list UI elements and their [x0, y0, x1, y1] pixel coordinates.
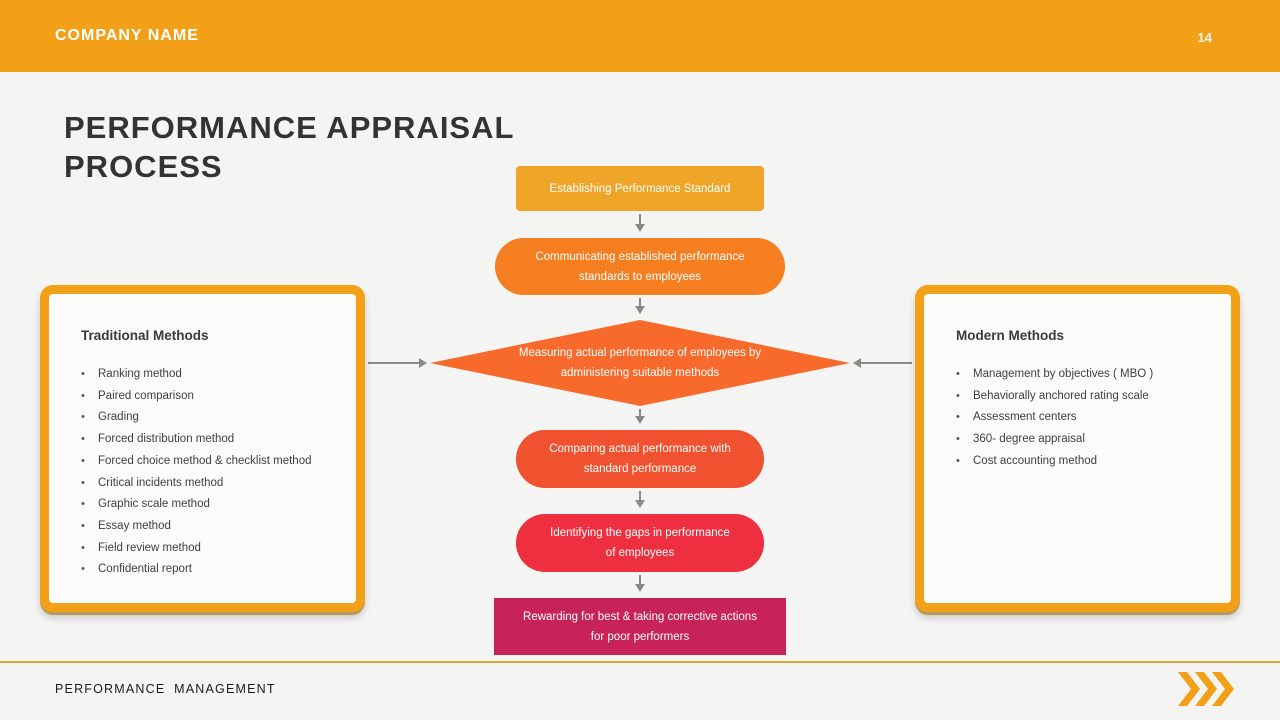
bullet-icon: •: [81, 541, 85, 554]
triple-chevron-right-icon: [1178, 672, 1234, 711]
panel-modern-methods: Modern Methods •Management by objectives…: [915, 285, 1240, 612]
panel-title: Traditional Methods: [81, 328, 209, 343]
panel-traditional-methods: Traditional Methods •Ranking method •Pai…: [40, 285, 365, 612]
list-item: •Management by objectives ( MBO ): [956, 364, 1207, 386]
bullet-icon: •: [81, 519, 85, 532]
list-item: •Behaviorally anchored rating scale: [956, 386, 1207, 408]
list-item: •Cost accounting method: [956, 451, 1207, 473]
footer-divider: [0, 661, 1280, 663]
bullet-icon: •: [81, 476, 85, 489]
arrow-down-icon: [635, 491, 645, 508]
list-item: •Essay method: [81, 516, 332, 538]
bullet-icon: •: [956, 411, 960, 424]
flow-step-comparing: Comparing actual performance with standa…: [516, 430, 764, 488]
flow-step-measuring-diamond: Measuring actual performance of employee…: [430, 320, 850, 406]
arrow-left-icon: [853, 358, 912, 368]
arrow-down-icon: [635, 409, 645, 424]
bullet-icon: •: [956, 433, 960, 446]
panel-title: Modern Methods: [956, 328, 1064, 343]
list-item: •Forced choice method & checklist method: [81, 451, 332, 473]
bullet-icon: •: [81, 454, 85, 467]
bullet-icon: •: [81, 433, 85, 446]
bullet-icon: •: [956, 454, 960, 467]
list-item: •Grading: [81, 407, 332, 429]
flow-step-identifying: Identifying the gaps in performance of e…: [516, 514, 764, 572]
company-name: COMPANY NAME: [55, 27, 199, 44]
header-bar: COMPANY NAME 14: [0, 0, 1280, 72]
list-item: •Ranking method: [81, 364, 332, 386]
bullet-icon: •: [81, 411, 85, 424]
list-item: •Critical incidents method: [81, 473, 332, 495]
flow-step-rewarding: Rewarding for best & taking corrective a…: [494, 598, 786, 655]
list-item: •Confidential report: [81, 559, 332, 581]
page-number: 14: [1197, 30, 1212, 45]
list-item: •Paired comparison: [81, 386, 332, 408]
list-item: •Forced distribution method: [81, 429, 332, 451]
bullet-icon: •: [956, 389, 960, 402]
bullet-icon: •: [81, 368, 85, 380]
arrow-down-icon: [635, 214, 645, 232]
flow-step-communicating: Communicating established performance st…: [495, 238, 785, 295]
footer-label: PERFORMANCE MANAGEMENT: [55, 682, 276, 696]
bullet-icon: •: [956, 368, 960, 380]
bullet-icon: •: [81, 563, 85, 576]
list-item: •Field review method: [81, 538, 332, 560]
flow-step-establishing: Establishing Performance Standard: [516, 166, 764, 211]
bullet-icon: •: [81, 389, 85, 402]
arrow-right-icon: [368, 358, 427, 368]
bullet-icon: •: [81, 498, 85, 511]
page-title: PERFORMANCE APPRAISAL PROCESS: [64, 110, 514, 184]
arrow-down-icon: [635, 298, 645, 314]
list-item: •Assessment centers: [956, 407, 1207, 429]
list-item: •Graphic scale method: [81, 494, 332, 516]
list-item: •360- degree appraisal: [956, 429, 1207, 451]
arrow-down-icon: [635, 575, 645, 592]
